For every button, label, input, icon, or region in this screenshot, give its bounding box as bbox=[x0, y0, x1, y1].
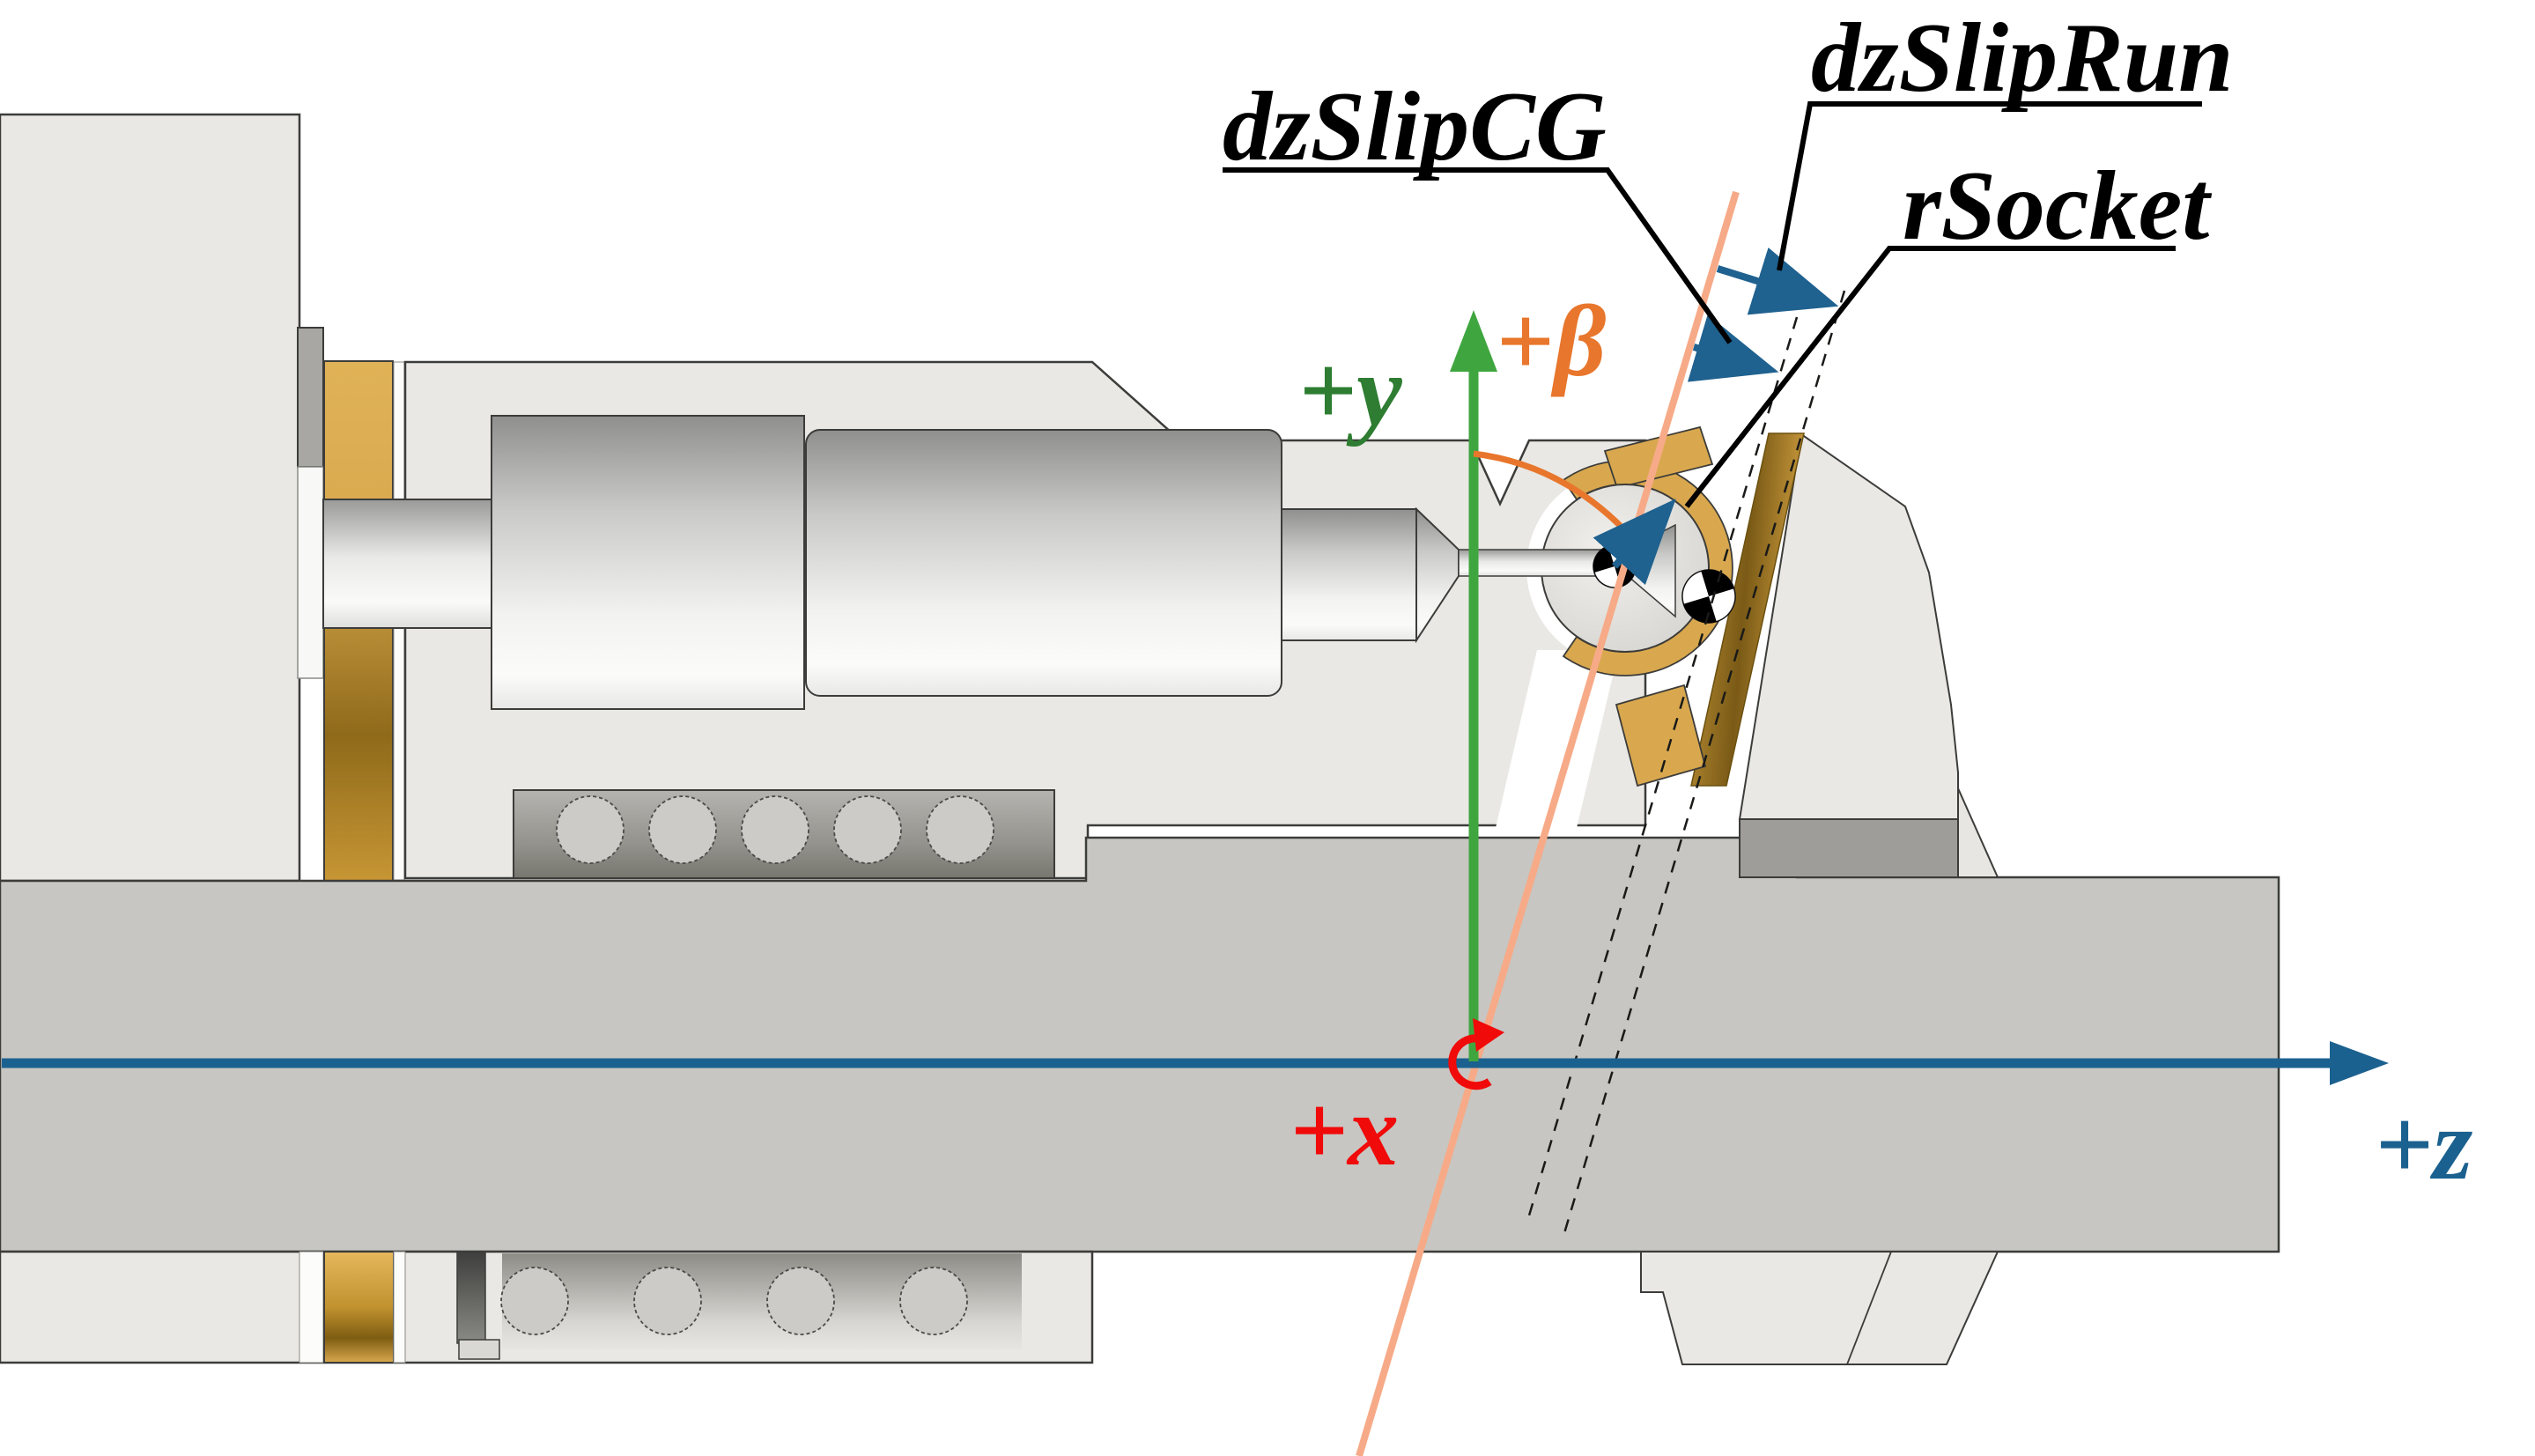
z-axis-arrow bbox=[2, 1041, 2389, 1085]
label-beta-axis: +β bbox=[1496, 285, 1607, 398]
lower-housing-band bbox=[0, 1250, 1094, 1364]
housing-chamfer bbox=[1957, 787, 1999, 878]
brass-socket-tab-bottom bbox=[1615, 684, 1707, 787]
piston-rod-assembly bbox=[322, 415, 1676, 710]
dzSlipRun-arrow bbox=[1716, 248, 1839, 315]
clevis-upper-housing bbox=[1738, 432, 1959, 820]
label-rSocket: rSocket bbox=[1903, 152, 2210, 261]
label-x-axis: +x bbox=[1290, 1075, 1400, 1187]
left-seal-white-ring bbox=[297, 466, 324, 679]
runout-dashed-line bbox=[1563, 290, 1846, 1234]
dzSlipCG-arrow bbox=[1687, 314, 1779, 382]
dzSlipRun-leader bbox=[1777, 101, 2202, 271]
spring-coil-section bbox=[926, 795, 994, 864]
spring-coil-section bbox=[899, 1267, 968, 1335]
spring-coil-section bbox=[766, 1267, 835, 1335]
slider-body bbox=[805, 429, 1282, 697]
dimension-arrows bbox=[1593, 248, 1839, 586]
rear-rod bbox=[322, 499, 492, 629]
cg-offset-dashed-line bbox=[1525, 316, 1799, 1225]
lower-gap-ring bbox=[299, 1251, 324, 1364]
spring-coil-section bbox=[633, 1267, 702, 1335]
lower-guide-pin-foot bbox=[458, 1339, 500, 1360]
rod-step bbox=[1281, 508, 1417, 641]
spring-coil-section bbox=[833, 795, 902, 864]
spring-coil-section bbox=[741, 795, 809, 864]
rSocket-leader bbox=[1684, 246, 2176, 508]
left-seal-dark-ring bbox=[297, 327, 324, 468]
label-dzSlipCG: dzSlipCG bbox=[1223, 72, 1607, 181]
spring-coil-section bbox=[500, 1267, 569, 1335]
beta-tilted-axis-line bbox=[1356, 190, 1740, 1456]
dzSlipCG-leader bbox=[1223, 167, 1733, 344]
shaft-collar bbox=[1739, 818, 1959, 878]
label-z-axis: +z bbox=[2375, 1089, 2473, 1201]
main-shaft bbox=[0, 836, 2280, 1253]
brass-race-plate bbox=[1690, 432, 1805, 787]
label-leaders bbox=[1223, 101, 2202, 508]
lower-gap-ring2 bbox=[393, 1251, 406, 1364]
spring-coil-section bbox=[556, 795, 625, 864]
rSocket-arrow bbox=[1593, 499, 1676, 586]
lower-guide-pin bbox=[456, 1251, 486, 1344]
label-dzSlipRun: dzSlipRun bbox=[1811, 4, 2234, 113]
outer-housing-left-block bbox=[0, 113, 324, 883]
label-y-axis: +y bbox=[1298, 335, 1402, 447]
piston-body bbox=[491, 415, 805, 710]
y-axis-arrow bbox=[1450, 310, 1497, 1061]
x-rotation-icon bbox=[1448, 1018, 1504, 1090]
clevis-bottom bbox=[1640, 1251, 1999, 1365]
spring-coil-section bbox=[648, 795, 717, 864]
brass-bushing-lower bbox=[323, 1251, 395, 1364]
spring-chamber-upper bbox=[513, 789, 1055, 879]
